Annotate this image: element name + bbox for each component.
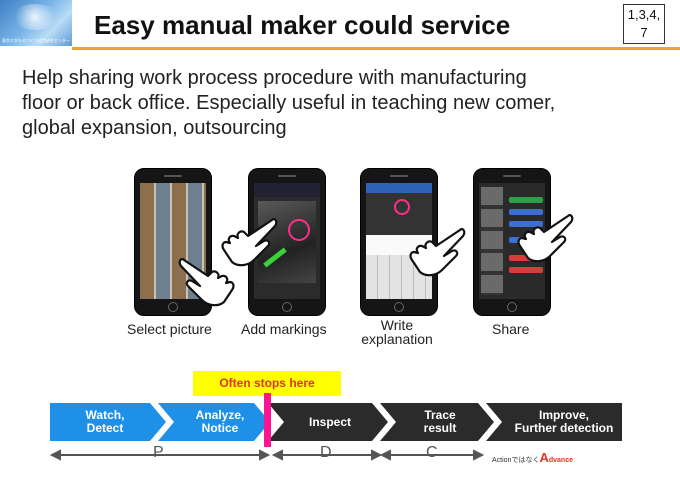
- page-reference-box: 1,3,4, 7: [623, 4, 665, 44]
- chevron-analyze-notice: [158, 403, 270, 441]
- flow-label-trace-result: Trace result: [423, 408, 457, 435]
- caption-share: Share: [492, 321, 530, 337]
- chevron-watch-detect: [50, 403, 166, 441]
- flow-label-watch-detect: Watch, Detect: [85, 408, 125, 435]
- page-ref-line-1: 1,3,4,: [627, 7, 661, 22]
- body-line-2: floor or back office. Especially useful …: [22, 92, 556, 114]
- phase-label-d: D: [320, 444, 332, 461]
- chevron-improve: [486, 403, 622, 441]
- phase-label-c: C: [426, 444, 438, 461]
- caption-write-line-2: explanation: [361, 331, 433, 347]
- caption-select-picture: Select picture: [127, 321, 212, 337]
- body-line-1: Help sharing work process procedure with…: [22, 67, 527, 89]
- flow-label-improve: Improve, Further detection: [514, 408, 614, 435]
- phone-screen-share: [479, 183, 545, 299]
- phone-add-markings: [248, 168, 326, 316]
- pointing-hand-icon: [517, 214, 574, 263]
- phone-write-explanation: [360, 168, 438, 316]
- phone-screen-keyboard: [366, 183, 432, 299]
- stop-marker-bar: [264, 393, 271, 447]
- logo: 東京大学ものづくり経営研究センター: [0, 0, 72, 46]
- flow-label-inspect: Inspect: [308, 415, 351, 429]
- caption-add-markings: Add markings: [241, 321, 327, 337]
- logo-text: 東京大学ものづくり経営研究センター: [2, 38, 70, 43]
- caption-write-line-1: Write: [380, 317, 414, 333]
- action-advance-label: ActionではなくAdvance: [492, 450, 573, 465]
- page-ref-line-2: 7: [640, 25, 648, 40]
- callout-often-stops-here: Often stops here: [193, 371, 341, 396]
- body-line-3: global expansion, outsourcing: [22, 117, 287, 139]
- flow-label-analyze-notice: Analyze, Notice: [195, 408, 245, 435]
- page-title: Easy manual maker could service: [94, 10, 511, 40]
- pointing-hand-icon: [221, 218, 278, 267]
- header-rule: [72, 47, 680, 50]
- body-paragraph: Help sharing work process procedure with…: [22, 66, 662, 141]
- chevron-inspect: [268, 403, 388, 441]
- phone-select-picture: [134, 168, 212, 316]
- pointing-hand-icon: [409, 228, 466, 277]
- caption-write-explanation: Write explanation: [352, 318, 442, 346]
- chevron-trace-result: [380, 403, 494, 441]
- pointing-hand-icon: [178, 258, 235, 307]
- phase-label-p: P: [153, 444, 164, 461]
- phone-share: [473, 168, 551, 316]
